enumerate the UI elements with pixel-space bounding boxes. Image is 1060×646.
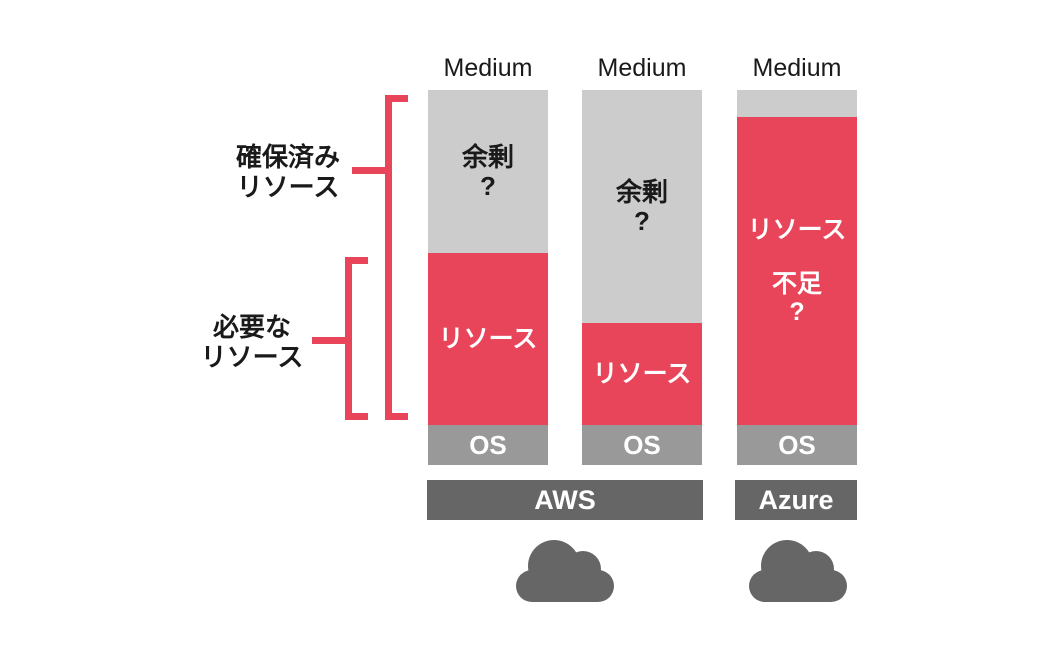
azure-platform-bar: Azure [735, 480, 857, 520]
required-resources-label-line2: リソース [200, 342, 304, 372]
bar1-surplus-question: ? [480, 170, 496, 201]
bar2-surplus-segment: 余剰 ? [582, 90, 702, 323]
reserved-bracket-tick [352, 167, 385, 174]
bar3-size-label: Medium [752, 54, 842, 82]
required-resources-label: 必要な リソース [193, 312, 311, 372]
bar3-os-segment: OS [737, 425, 857, 465]
reserved-resources-label: 確保済み リソース [228, 142, 348, 202]
bar1-os-segment: OS [428, 425, 548, 465]
bar3-resource-text: リソース [747, 216, 847, 244]
bar2-resource-segment: リソース [582, 323, 702, 425]
bar2-os-segment: OS [582, 425, 702, 465]
bar1-surplus-segment: 余剰 ? [428, 90, 548, 253]
required-bracket-tick [312, 337, 345, 344]
reserved-resources-label-line2: リソース [236, 172, 340, 202]
bar3-resource-segment: リソース 不足 ? [737, 117, 857, 425]
bar1-resource-segment: リソース [428, 253, 548, 425]
bar3-os-text: OS [778, 429, 816, 460]
azure-platform-label: Azure [758, 484, 834, 515]
reserved-resources-label-line1: 確保済み [235, 142, 340, 172]
aws-platform-label: AWS [534, 484, 596, 515]
reserved-bracket-bottom [385, 413, 408, 420]
required-bracket-vertical [345, 257, 352, 420]
bar2-surplus-question: ? [634, 205, 650, 236]
bar2-size-label: Medium [597, 54, 687, 82]
aws-platform-bar: AWS [427, 480, 703, 520]
bar2-os-text: OS [623, 429, 661, 460]
bar1-size-label: Medium [443, 54, 533, 82]
required-bracket-bottom [345, 413, 368, 420]
bar3-shortage-text: 不足 [771, 270, 822, 298]
aws-cloud-icon [516, 540, 614, 602]
azure-cloud-icon [749, 540, 847, 602]
reserved-bracket-top [385, 95, 408, 102]
required-resources-label-line1: 必要な [212, 312, 291, 342]
bar1-surplus-text: 余剰 [461, 141, 514, 172]
bar3-shortage-question: ? [789, 298, 805, 326]
bar1-os-text: OS [469, 429, 507, 460]
bar2-resource-text: リソース [592, 360, 692, 388]
reserved-bracket-vertical [385, 95, 392, 420]
bar1-resource-text: リソース [438, 325, 538, 353]
required-bracket-top [345, 257, 368, 264]
bar2-surplus-text: 余剰 [615, 176, 668, 207]
bar3-surplus-segment [737, 90, 857, 117]
